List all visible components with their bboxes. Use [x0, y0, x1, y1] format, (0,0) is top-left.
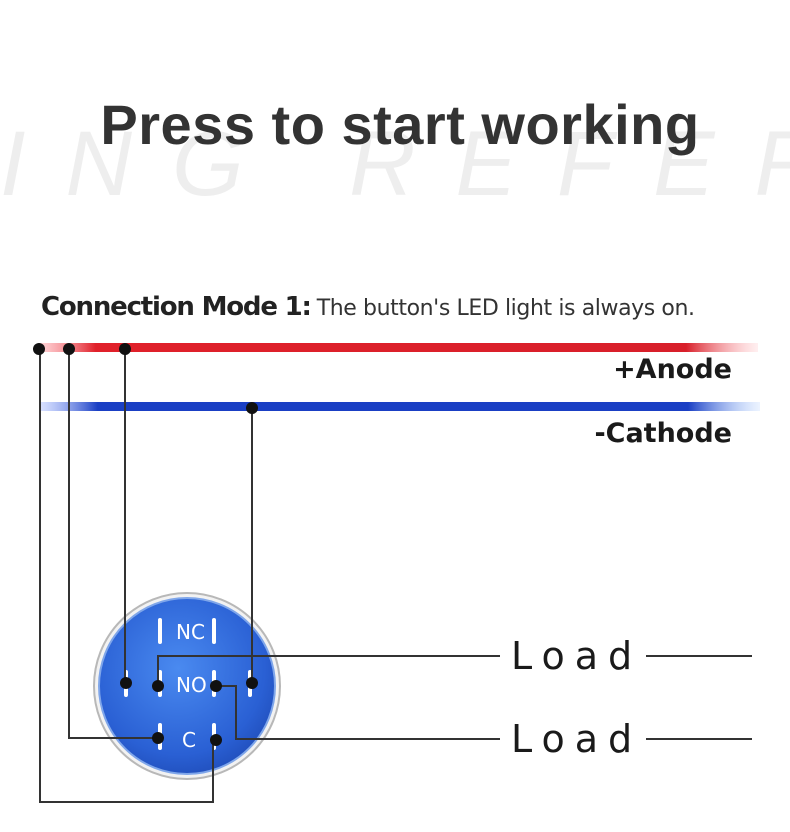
wires: [39, 349, 752, 803]
c-pin-label: C: [182, 728, 196, 752]
connection-mode-label: Connection Mode 1:: [41, 292, 312, 322]
connection-mode: Connection Mode 1:The button's LED light…: [41, 292, 695, 322]
anode-label: +Anode: [613, 354, 732, 385]
nc-pin-label: NC: [176, 620, 205, 644]
junction-dots: [33, 343, 258, 746]
switch-face: [98, 597, 276, 775]
connection-mode-description: The button's LED light is always on.: [316, 296, 695, 321]
load-label-2: Load: [511, 717, 643, 761]
no-pin-label: NO: [176, 673, 207, 697]
cathode-rail: [40, 402, 760, 411]
cathode-label: -Cathode: [594, 418, 732, 449]
anode-rail: [38, 343, 758, 352]
load-label-1: Load: [511, 634, 643, 678]
page-title: Press to start working: [100, 93, 700, 156]
background-watermark: ING REFERE: [0, 118, 790, 210]
